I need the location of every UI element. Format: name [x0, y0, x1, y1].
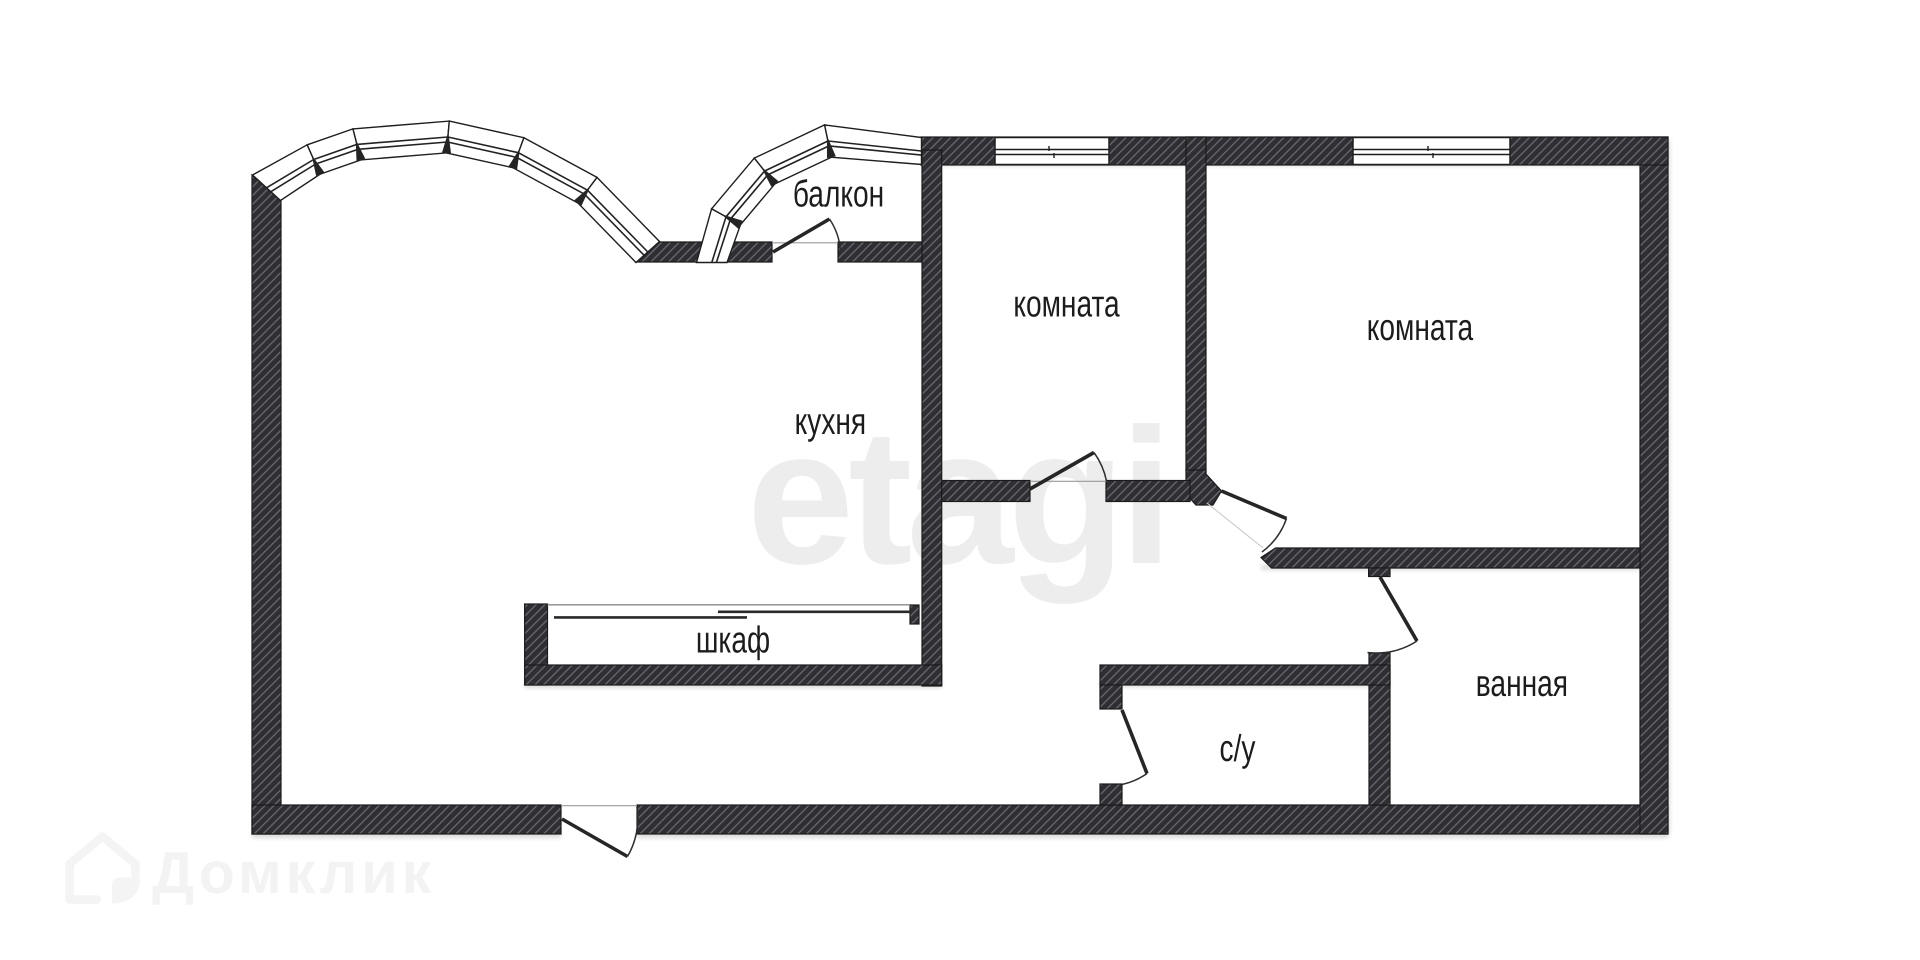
svg-text:шкаф: шкаф: [696, 619, 770, 661]
svg-text:Домклик: Домклик: [152, 840, 435, 906]
svg-text:комната: комната: [1013, 283, 1119, 325]
svg-text:кухня: кухня: [795, 400, 867, 442]
svg-text:ванная: ванная: [1476, 662, 1568, 704]
svg-text:с/у: с/у: [1220, 727, 1256, 769]
svg-text:комната: комната: [1367, 306, 1473, 348]
svg-text:балкон: балкон: [793, 173, 884, 215]
